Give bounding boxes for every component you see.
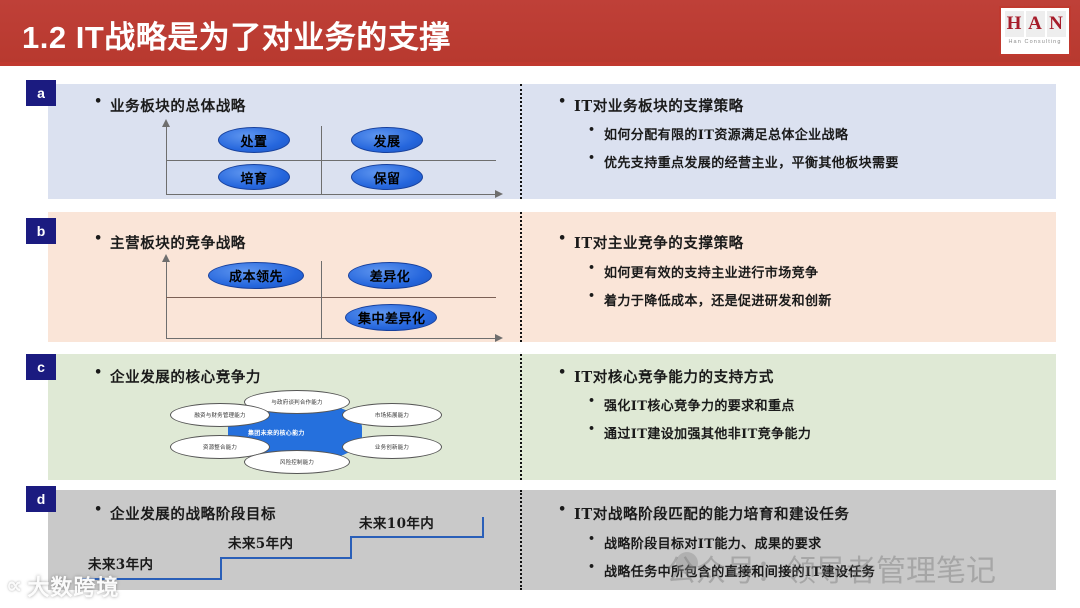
page-title: 1.2 IT战略是为了对业务的支撑 [22, 20, 451, 55]
matrix-a-mid-h [166, 160, 496, 161]
watermark-left: ∝ 大数跨境 [6, 570, 119, 602]
stair-label-1: 未来3年内 [88, 557, 154, 573]
section-d-right-bullet-2: 战略任务中所包含的直接和间接的IT建设任务 [550, 560, 875, 580]
core-center-label: 集团未来的核心能力 [248, 430, 305, 437]
section-b-divider [520, 212, 522, 342]
matrix-b-cell-1: 成本领先 [208, 262, 304, 289]
capability-oval-left-top: 融资与财务管理能力 [170, 403, 270, 427]
section-c-left: 企业发展的核心竞争力 集团未来的核心能力 与政府谈判合作能力 融资与财务管理能力… [48, 354, 518, 480]
section-b-right-title: IT对主业竞争的支撑策略 [550, 231, 744, 253]
logo-letter-h: H [1004, 11, 1024, 37]
section-a-right-title: IT对业务板块的支撑策略 [550, 94, 744, 116]
matrix-b-mid-h [166, 297, 496, 298]
logo-subtitle: Han Consulting [1008, 39, 1062, 45]
matrix-b-cell-3: 集中差异化 [345, 304, 437, 331]
section-a: a 业务板块的总体战略 处置 发展 培育 保留 IT对业务板块的支撑策略 如何分… [26, 80, 1056, 199]
capability-oval-right-bottom: 业务创新能力 [342, 435, 442, 459]
logo-letter-a: A [1025, 11, 1045, 37]
matrix-a-y-arrow-icon [162, 119, 170, 127]
section-d-right: IT对战略阶段匹配的能力培育和建设任务 战略阶段目标对IT能力、成果的要求 战略… [526, 490, 1056, 590]
stair-step-3-riser [482, 517, 484, 537]
section-d: d 企业发展的战略阶段目标 未来3年内 未来5年内 未来10年内 IT对战略阶段… [26, 486, 1056, 590]
section-d-divider [520, 490, 522, 590]
matrix-a-x-axis [166, 194, 496, 195]
section-a-left-title: 业务板块的总体战略 [86, 94, 246, 116]
matrix-a-cell-3: 培育 [218, 164, 290, 190]
watermark-left-text: 大数跨境 [27, 576, 120, 601]
section-b-right: IT对主业竞争的支撑策略 如何更有效的支持主业进行市场竞争 着力于降低成本，还是… [526, 212, 1056, 342]
watermark-left-logo-icon: ∝ [6, 573, 23, 599]
section-c-right-title: IT对核心竞争能力的支持方式 [550, 365, 774, 387]
matrix-b-x-arrow-icon [495, 334, 503, 342]
capability-oval-right-top: 市场拓展能力 [342, 403, 442, 427]
stair-label-3: 未来10年内 [359, 516, 435, 532]
section-c-right: IT对核心竞争能力的支持方式 强化IT核心竞争力的要求和重点 通过IT建设加强其… [526, 354, 1056, 480]
section-a-divider [520, 84, 522, 199]
section-d-left: 企业发展的战略阶段目标 未来3年内 未来5年内 未来10年内 [48, 490, 518, 590]
logo-letter-n: N [1046, 11, 1066, 37]
matrix-b-mid-v [321, 261, 322, 338]
matrix-b-x-axis [166, 338, 496, 339]
slide-header: 1.2 IT战略是为了对业务的支撑 [0, 0, 1080, 62]
matrix-a-cell-2: 发展 [351, 127, 423, 153]
stair-step-3-top [350, 536, 484, 538]
section-c: c 企业发展的核心竞争力 集团未来的核心能力 与政府谈判合作能力 融资与财务管理… [26, 354, 1056, 480]
section-a-right: IT对业务板块的支撑策略 如何分配有限的IT资源满足总体企业战略 优先支持重点发… [526, 84, 1056, 199]
section-badge-c: c [26, 354, 56, 380]
matrix-b-y-arrow-icon [162, 254, 170, 262]
section-a-right-bullet-2: 优先支持重点发展的经营主业，平衡其他板块需要 [550, 151, 899, 171]
stair-step-2-top [220, 557, 352, 559]
section-a-left: 业务板块的总体战略 处置 发展 培育 保留 [48, 84, 518, 199]
matrix-a-x-arrow-icon [495, 190, 503, 198]
section-d-left-title: 企业发展的战略阶段目标 [86, 502, 276, 524]
capability-oval-bottom: 风险控制能力 [244, 450, 350, 474]
han-consulting-logo: H A N Han Consulting [999, 6, 1071, 56]
matrix-b-cell-2: 差异化 [348, 262, 432, 289]
section-b: b 主营板块的竞争战略 成本领先 差异化 集中差异化 IT对主业竞争的支撑策略 … [26, 212, 1056, 342]
section-b-left-title: 主营板块的竞争战略 [86, 231, 246, 253]
section-d-right-bullet-1: 战略阶段目标对IT能力、成果的要求 [550, 532, 822, 552]
stair-step-1-riser [220, 557, 222, 579]
section-c-divider [520, 354, 522, 480]
section-a-right-bullet-1: 如何分配有限的IT资源满足总体企业战略 [550, 123, 848, 143]
section-badge-a: a [26, 80, 56, 106]
matrix-a-cell-1: 处置 [218, 127, 290, 153]
matrix-b-y-axis [166, 261, 167, 338]
section-b-right-bullet-1: 如何更有效的支持主业进行市场竞争 [550, 261, 818, 281]
matrix-a-mid-v [321, 126, 322, 194]
stair-label-2: 未来5年内 [228, 536, 294, 552]
header-underline [0, 62, 1080, 66]
section-badge-b: b [26, 218, 56, 244]
section-b-left: 主营板块的竞争战略 成本领先 差异化 集中差异化 [48, 212, 518, 342]
section-b-right-bullet-2: 着力于降低成本，还是促进研发和创新 [550, 289, 832, 309]
section-d-right-title: IT对战略阶段匹配的能力培育和建设任务 [550, 502, 849, 524]
watermark-right-badge-icon [676, 552, 698, 574]
section-c-right-bullet-1: 强化IT核心竞争力的要求和重点 [550, 394, 795, 414]
matrix-a-cell-4: 保留 [351, 164, 423, 190]
section-badge-d: d [26, 486, 56, 512]
logo-letters: H A N [1004, 11, 1066, 37]
section-c-left-title: 企业发展的核心竞争力 [86, 365, 261, 387]
section-c-right-bullet-2: 通过IT建设加强其他非IT竞争能力 [550, 422, 811, 442]
stair-step-1-top [81, 578, 222, 580]
stair-step-2-riser [350, 536, 352, 558]
